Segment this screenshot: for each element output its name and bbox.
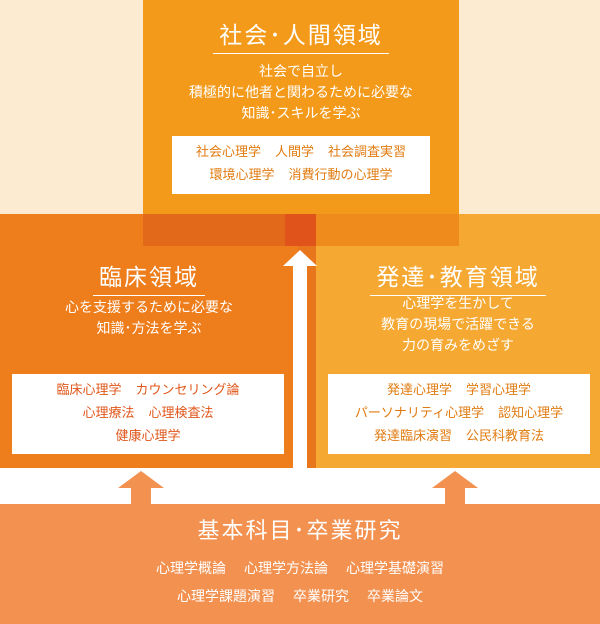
- subject-row: 心理療法心理検査法: [12, 402, 284, 425]
- subject: 認知心理学: [498, 406, 564, 421]
- subject-row: 環境心理学消費行動の心理学: [172, 164, 430, 187]
- basic-subjects-title: 基本科目･卒業研究: [197, 519, 403, 544]
- subject: 心理学課題演習: [177, 589, 275, 605]
- arrow-to-clinical-icon: [118, 471, 164, 504]
- basic-subjects-row: 心理学概論 心理学方法論 心理学基礎演習: [0, 558, 600, 578]
- development-education-subjects-box: 発達心理学学習心理学 パーソナリティ心理学認知心理学 発達臨床演習公民科教育法: [328, 374, 590, 454]
- subject-row: 社会心理学人間学社会調査実習: [172, 141, 430, 164]
- subject: 臨床心理学: [56, 383, 122, 398]
- clinical-domain-panel: 臨床領域 心を支援するために必要な 知識･方法を学ぶ 臨床心理学カウンセリング論…: [0, 214, 298, 468]
- clinical-subjects-box: 臨床心理学カウンセリング論 心理療法心理検査法 健康心理学: [12, 374, 284, 454]
- subject: 心理検査法: [148, 406, 214, 421]
- development-education-domain-description: 心理学を生かして 教育の現場で活躍できる 力の育みをめざす: [381, 296, 535, 354]
- subject: 健康心理学: [115, 429, 181, 444]
- subject: 社会心理学: [195, 145, 261, 160]
- subject: 心理療法: [82, 406, 135, 421]
- social-human-domain-panel: 社会･人間領域 社会で自立し 積極的に他者と関わるために必要な 知識･スキルを学…: [143, 0, 459, 246]
- subject: 卒業研究: [293, 589, 349, 605]
- social-human-domain-title: 社会･人間領域: [143, 16, 459, 54]
- subject: 人間学: [274, 145, 314, 160]
- subject: 心理学基礎演習: [346, 561, 444, 577]
- arrow-to-development-icon: [432, 471, 478, 504]
- subject: 消費行動の心理学: [288, 168, 393, 183]
- arrow-to-social-icon: [283, 250, 317, 504]
- development-education-domain-title: 発達･教育領域: [316, 258, 600, 296]
- subject-row: 健康心理学: [12, 425, 284, 448]
- overlap-social-development: [316, 214, 459, 246]
- subject: 心理学概論: [156, 561, 226, 577]
- clinical-domain-description: 心を支援するために必要な 知識･方法を学ぶ: [65, 300, 233, 337]
- subject-row: 臨床心理学カウンセリング論: [12, 379, 284, 402]
- clinical-domain-title: 臨床領域: [0, 258, 298, 296]
- basic-subjects-row: 心理学課題演習 卒業研究 卒業論文: [0, 586, 600, 606]
- subject: 環境心理学: [209, 168, 275, 183]
- overlap-center: [285, 214, 316, 246]
- subject: 発達臨床演習: [373, 429, 452, 444]
- social-human-subjects-box: 社会心理学人間学社会調査実習 環境心理学消費行動の心理学: [172, 136, 430, 194]
- subject: 発達心理学: [386, 383, 452, 398]
- subject-row: 発達臨床演習公民科教育法: [328, 425, 590, 448]
- subject: パーソナリティ心理学: [354, 406, 485, 421]
- subject: 社会調査実習: [328, 145, 407, 160]
- subject-row: 発達心理学学習心理学: [328, 379, 590, 402]
- subject: カウンセリング論: [135, 383, 240, 398]
- basic-subjects-panel: [0, 504, 600, 624]
- subject: 公民科教育法: [466, 429, 545, 444]
- subject: 卒業論文: [367, 589, 423, 605]
- social-human-domain-description: 社会で自立し 積極的に他者と関わるために必要な 知識･スキルを学ぶ: [189, 64, 413, 122]
- overlap-social-clinical: [143, 214, 298, 246]
- subject: 学習心理学: [466, 383, 532, 398]
- subject-row: パーソナリティ心理学認知心理学: [328, 402, 590, 425]
- development-education-domain-panel: 発達･教育領域 心理学を生かして 教育の現場で活躍できる 力の育みをめざす 発達…: [316, 214, 600, 468]
- subject: 心理学方法論: [244, 561, 328, 577]
